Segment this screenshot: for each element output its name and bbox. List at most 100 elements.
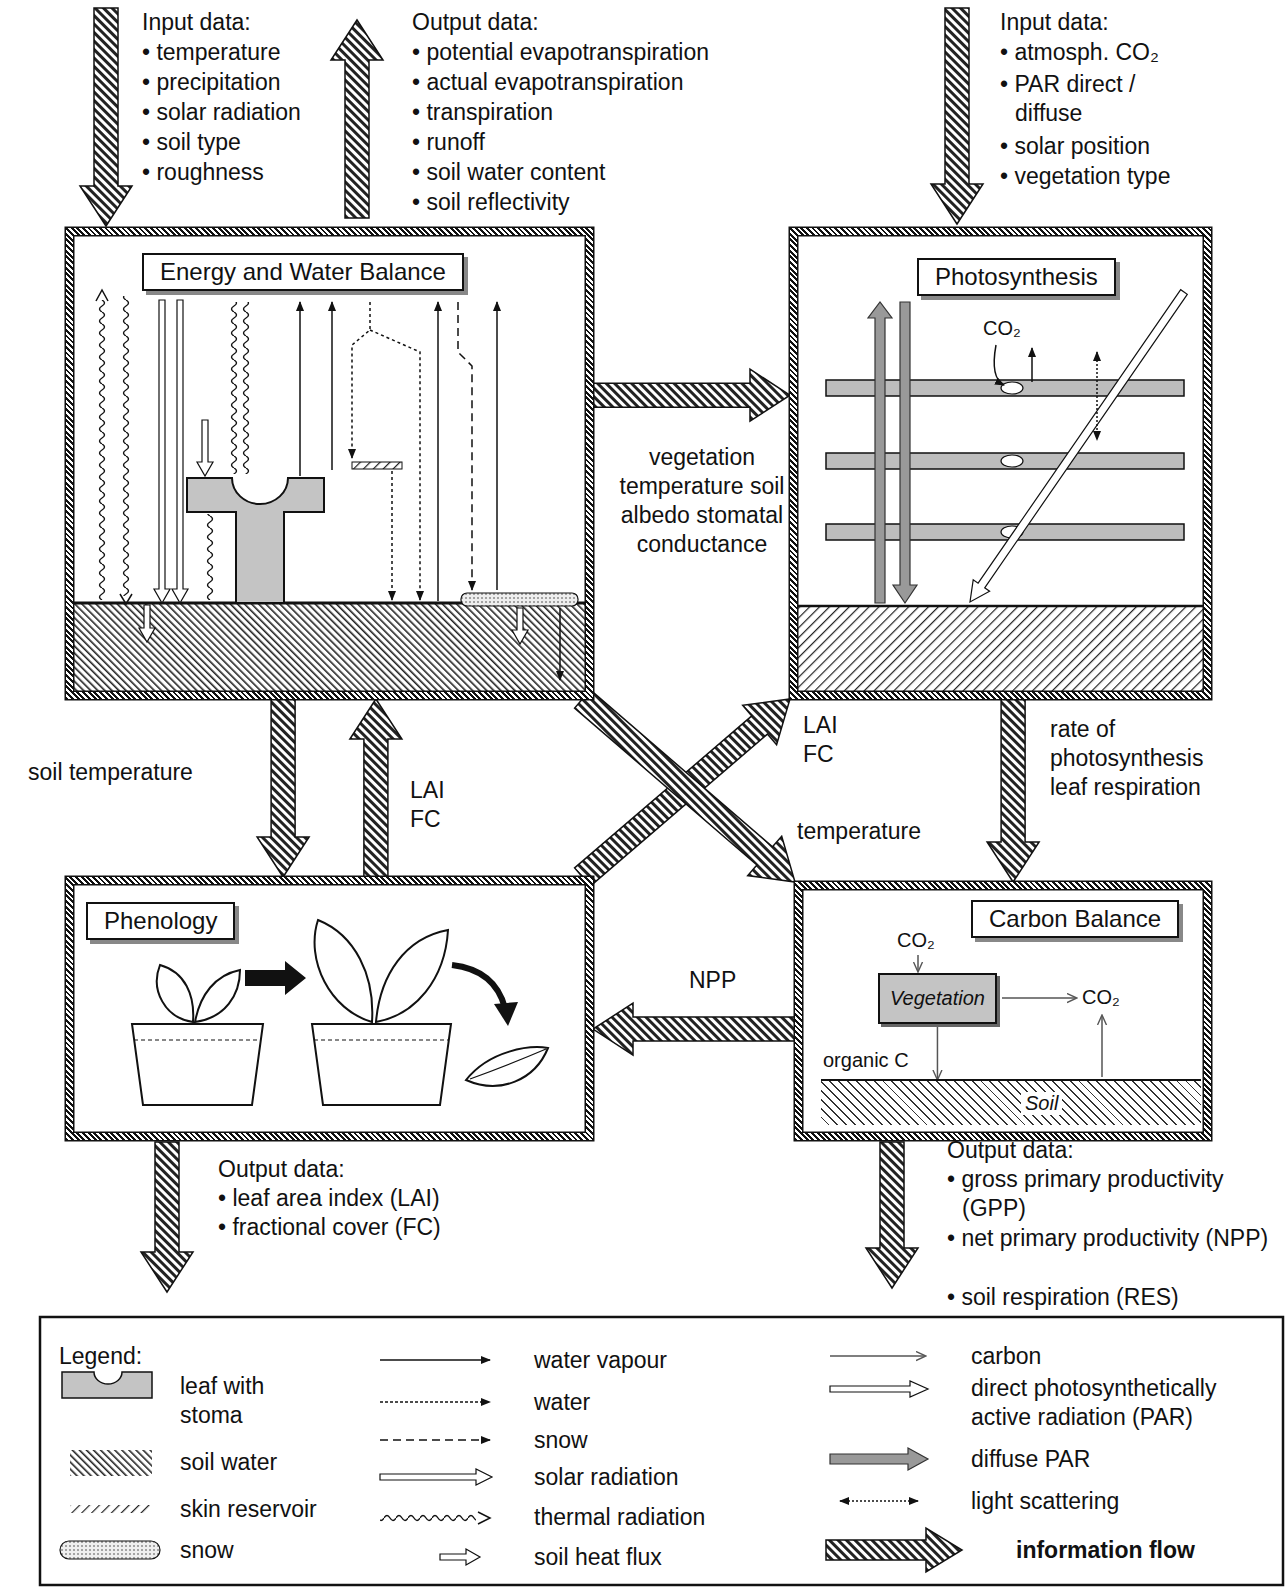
information-flow-arrow bbox=[350, 699, 402, 877]
module-title: Carbon Balance bbox=[971, 900, 1179, 938]
fall-arrow bbox=[452, 965, 505, 1008]
fall-arrow-head bbox=[494, 1002, 518, 1026]
legend-text: light scattering bbox=[971, 1487, 1119, 1516]
legend-text: solar radiation bbox=[534, 1463, 678, 1492]
block-heading: Input data: bbox=[142, 8, 251, 37]
gas-label: CO₂ bbox=[983, 316, 1021, 340]
pot-rim bbox=[134, 1039, 261, 1040]
fallen-leaf bbox=[466, 1047, 548, 1086]
list-item: • net primary productivity (NPP) bbox=[947, 1224, 1286, 1253]
leaf bbox=[376, 930, 448, 1022]
legend-frame bbox=[40, 1317, 1283, 1585]
output-arrow bbox=[866, 1142, 918, 1288]
legend-text: water bbox=[534, 1388, 590, 1417]
legend-sample bbox=[478, 1512, 490, 1524]
co2-release bbox=[1031, 348, 1033, 382]
co2-uptake bbox=[994, 345, 1004, 385]
block-heading: Output data: bbox=[218, 1155, 345, 1184]
list-item: • solar radiation bbox=[142, 98, 301, 127]
legend-text: snow bbox=[180, 1536, 234, 1565]
soil-heat-flux bbox=[139, 605, 155, 642]
leaf bbox=[195, 970, 240, 1022]
stoma bbox=[1001, 455, 1023, 467]
list-item: • atmosph. CO₂ bbox=[1000, 38, 1159, 67]
legend-text: carbon bbox=[971, 1342, 1041, 1371]
list-item: • PAR direct / diffuse bbox=[1000, 70, 1185, 128]
water-vapour bbox=[331, 302, 333, 470]
input-arrow bbox=[931, 8, 983, 224]
flow-label: organic C bbox=[823, 1048, 909, 1072]
legend-sample bbox=[830, 1448, 928, 1470]
output-arrow bbox=[141, 1142, 193, 1292]
legend-text: soil heat flux bbox=[534, 1543, 662, 1572]
legend-sample bbox=[380, 1401, 490, 1403]
legend-sample bbox=[380, 1512, 476, 1524]
legend-sample bbox=[830, 1381, 928, 1397]
diffuse-par bbox=[868, 302, 892, 603]
solar-radiation bbox=[197, 420, 213, 476]
information-flow-arrow bbox=[257, 699, 309, 877]
block-heading: Input data: bbox=[1000, 8, 1109, 37]
legend-text: soil water bbox=[180, 1448, 277, 1477]
node-label: Soil bbox=[1021, 1092, 1062, 1115]
runoff bbox=[559, 608, 561, 680]
water-vapour bbox=[299, 302, 301, 476]
legend-sample bbox=[380, 1439, 490, 1441]
legend-text: water vapour bbox=[534, 1346, 667, 1375]
flow-label: LAI FC bbox=[803, 711, 848, 769]
flow-label: soil temperature bbox=[28, 758, 193, 787]
list-item: • runoff bbox=[412, 128, 485, 157]
water-vapour bbox=[437, 302, 439, 601]
information-flow-arrow bbox=[593, 369, 790, 421]
list-item: • leaf area index (LAI) bbox=[218, 1184, 440, 1213]
gas-label: CO₂ bbox=[897, 928, 935, 952]
legend-text: thermal radiation bbox=[534, 1503, 705, 1532]
information-flow-arrow bbox=[593, 1003, 795, 1055]
node-label: Vegetation bbox=[890, 987, 985, 1009]
thermal-head bbox=[96, 290, 108, 301]
list-item: • soil water content bbox=[412, 158, 605, 187]
legend-text: skin reservoir bbox=[180, 1495, 317, 1524]
list-item: • solar position bbox=[1000, 132, 1150, 161]
module-title: Phenology bbox=[86, 902, 235, 940]
legend-text: direct photosynthetically active radiati… bbox=[971, 1374, 1271, 1432]
pot-rim bbox=[314, 1039, 449, 1040]
list-item: • roughness bbox=[142, 158, 264, 187]
module-box: Energy and Water Balance bbox=[66, 228, 593, 699]
list-item: • actual evapotranspiration bbox=[412, 68, 683, 97]
water-vapour bbox=[496, 302, 498, 590]
leaf-with-stoma bbox=[187, 478, 324, 603]
legend-sample bbox=[380, 1469, 492, 1485]
flow-label: vegetation temperature soil albedo stoma… bbox=[617, 443, 787, 559]
thermal-radiation bbox=[120, 296, 132, 596]
flow-label: rate of photosynthesis leaf respiration bbox=[1050, 715, 1230, 802]
legend-text: snow bbox=[534, 1426, 588, 1455]
pot bbox=[132, 1024, 263, 1105]
soil-water bbox=[73, 603, 586, 692]
soil-heat-flux bbox=[512, 608, 528, 644]
module-title: Photosynthesis bbox=[917, 258, 1116, 296]
legend-sample bbox=[60, 1541, 160, 1559]
pot bbox=[312, 1024, 451, 1105]
list-item: • precipitation bbox=[142, 68, 280, 97]
ground-line bbox=[797, 605, 1204, 608]
block-heading: Legend: bbox=[59, 1342, 142, 1371]
list-item: • gross primary productivity (GPP) bbox=[947, 1165, 1286, 1223]
list-item: • soil reflectivity bbox=[412, 188, 570, 217]
thermal-radiation bbox=[96, 300, 108, 600]
legend-text: diffuse PAR bbox=[971, 1445, 1090, 1474]
list-item: • soil respiration (RES) bbox=[947, 1283, 1179, 1312]
input-arrow bbox=[80, 8, 132, 226]
list-item: • soil type bbox=[142, 128, 241, 157]
block-heading: Output data: bbox=[947, 1136, 1074, 1165]
legend-sample bbox=[440, 1549, 480, 1565]
water bbox=[391, 471, 393, 600]
leaf-vein bbox=[470, 1049, 546, 1079]
ground bbox=[797, 606, 1204, 692]
flow-label: LAI FC bbox=[410, 776, 455, 834]
snow-path bbox=[458, 302, 472, 590]
legend-sample bbox=[62, 1372, 152, 1398]
block-heading: Output data: bbox=[412, 8, 539, 37]
carbon-flow bbox=[1101, 1016, 1103, 1077]
